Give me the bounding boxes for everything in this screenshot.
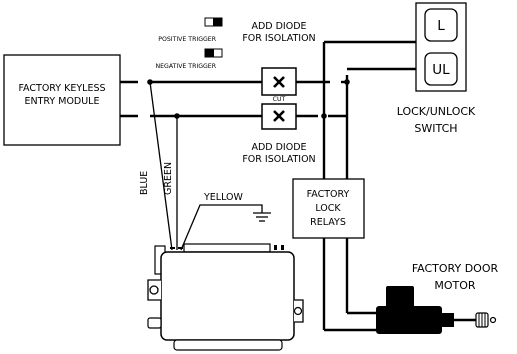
positive-trigger-switch-icon	[204, 17, 223, 27]
diode-bottom-label-line1: ADD DIODE	[251, 142, 306, 153]
diode-loop-top	[261, 67, 297, 96]
cut-mark-top	[273, 76, 285, 88]
switch-title-line1: LOCK/UNLOCK	[397, 105, 476, 118]
main-wires	[120, 80, 347, 118]
negative-trigger-switch-icon	[204, 48, 223, 58]
bus-wires	[322, 40, 420, 332]
module-harness-wires	[149, 81, 263, 251]
wire-label-blue: BLUE	[139, 171, 150, 195]
negative-trigger-label: NEGATIVE TRIGGER	[156, 63, 217, 70]
cut-mark-bottom	[273, 110, 285, 122]
factory-lock-relays	[292, 178, 365, 239]
ground-icon	[253, 212, 271, 222]
relays-label-line3: RELAYS	[310, 217, 346, 228]
module-label-line2: ENTRY MODULE	[25, 96, 100, 107]
wire-label-yellow: YELLOW	[203, 192, 244, 203]
lock-button	[424, 8, 458, 42]
lock-button-label: L	[437, 18, 445, 34]
diode-loop-bottom	[261, 103, 297, 130]
unlock-button	[424, 52, 458, 86]
switch-title-line2: SWITCH	[414, 122, 457, 135]
relays-label-line1: FACTORY	[307, 189, 350, 200]
unlock-button-label: UL	[432, 62, 450, 78]
factory-keyless-entry-module	[3, 54, 121, 146]
junction-dots	[147, 79, 350, 119]
relays-label-line2: LOCK	[315, 203, 341, 214]
diode-top-label-line1: ADD DIODE	[251, 21, 306, 32]
diode-bottom-label-line2: FOR ISOLATION	[242, 154, 315, 165]
positive-trigger-label: POSITIVE TRIGGER	[158, 36, 216, 43]
motor-label-line2: MOTOR	[434, 279, 476, 292]
door-motor-icon	[376, 286, 497, 334]
aftermarket-module-icon	[147, 243, 304, 351]
cut-label: CUT	[273, 96, 286, 103]
module-label-line1: FACTORY KEYLESS	[18, 83, 105, 94]
diode-top-label-line2: FOR ISOLATION	[242, 33, 315, 44]
wire-label-green: GREEN	[163, 162, 174, 195]
motor-label-line1: FACTORY DOOR	[412, 262, 499, 275]
